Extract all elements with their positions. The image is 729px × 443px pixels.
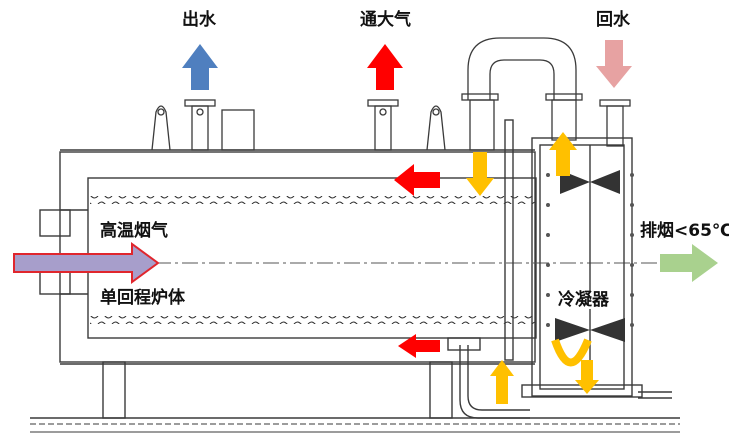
- exhaust-arrow: [660, 244, 718, 282]
- water-flow-curve: [551, 338, 592, 367]
- boiler-shell: [39, 149, 537, 419]
- vent-arrow: [367, 44, 403, 90]
- label-exhaust: 排烟<65℃: [640, 221, 729, 241]
- condenser-side-dots: [546, 173, 634, 327]
- label-vent: 通大气: [360, 10, 411, 30]
- flow-arrow-bottom: [398, 334, 440, 358]
- flow-arrow-top: [394, 164, 440, 196]
- label-water-out: 出水: [182, 10, 216, 30]
- label-water-return: 回水: [596, 10, 630, 30]
- label-condenser: 冷凝器: [558, 290, 609, 310]
- water-flow-down-left: [466, 152, 494, 196]
- water-flow-up-condenser: [549, 132, 577, 176]
- water-flow-down-condenser: [575, 360, 599, 394]
- water-return-arrow: [596, 40, 632, 88]
- furnace-wave-top: [90, 196, 535, 204]
- u-pipe: [461, 37, 631, 151]
- water-out-arrow: [182, 44, 218, 90]
- top-fittings: [151, 99, 446, 151]
- label-single-pass-body: 单回程炉体: [100, 288, 185, 308]
- furnace-wave-bottom: [90, 316, 535, 324]
- flue-gas-inlet-arrow: [13, 242, 160, 284]
- label-hot-flue-gas: 高温烟气: [100, 221, 168, 241]
- water-flow-up-bottom: [490, 360, 514, 404]
